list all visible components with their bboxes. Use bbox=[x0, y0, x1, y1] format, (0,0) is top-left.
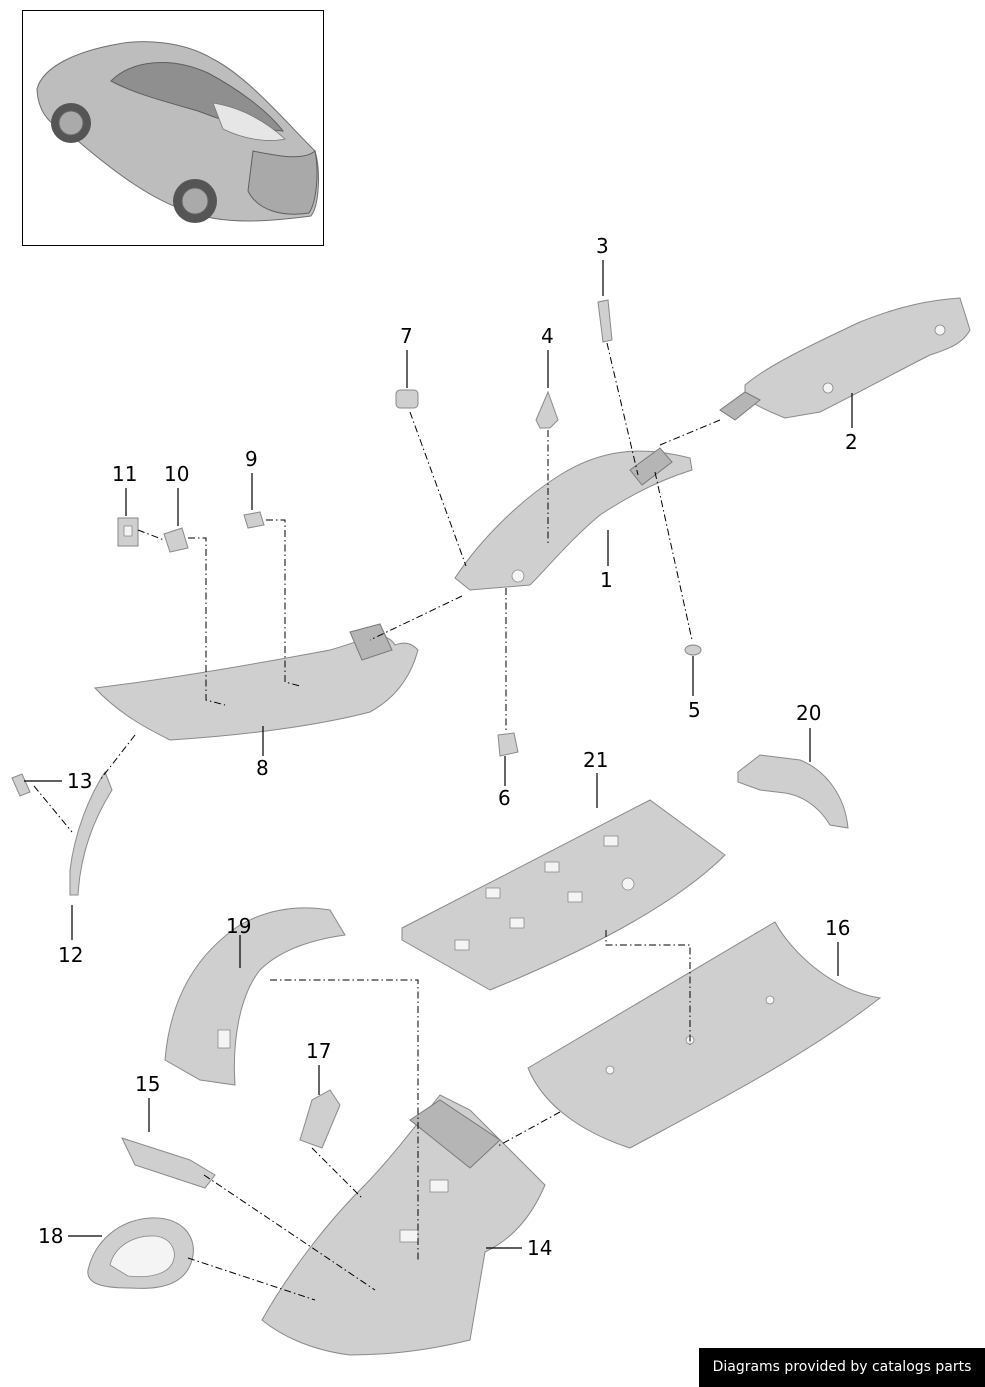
part-1-pillar-trim bbox=[454, 447, 693, 591]
callout-14: 14 bbox=[527, 1236, 552, 1260]
callout-7: 7 bbox=[400, 324, 413, 348]
callout-16: 16 bbox=[825, 916, 850, 940]
part-5-grommet bbox=[684, 644, 702, 656]
part-18-bezel bbox=[87, 1217, 194, 1289]
part-2-upper-trim bbox=[719, 297, 971, 421]
part-11-pad bbox=[117, 517, 139, 547]
part-3-pin bbox=[597, 299, 613, 343]
part-4-clip bbox=[535, 390, 559, 429]
callout-6: 6 bbox=[498, 786, 511, 810]
part-6-clip bbox=[497, 732, 519, 757]
callout-5: 5 bbox=[688, 698, 701, 722]
part-8-sill-trim bbox=[93, 623, 419, 741]
part-13-screw bbox=[11, 773, 31, 797]
part-17-bracket bbox=[299, 1089, 341, 1149]
part-16-rear-shelf bbox=[527, 921, 882, 1149]
callout-20: 20 bbox=[796, 701, 821, 725]
callout-1: 1 bbox=[600, 568, 613, 592]
callout-19: 19 bbox=[226, 914, 251, 938]
callout-11: 11 bbox=[112, 462, 137, 486]
callout-17: 17 bbox=[306, 1039, 331, 1063]
leader-lines bbox=[24, 260, 853, 1249]
callout-9: 9 bbox=[245, 447, 258, 471]
callout-2: 2 bbox=[845, 430, 858, 454]
credit-banner: Diagrams provided by catalogs parts bbox=[699, 1348, 985, 1387]
callout-15: 15 bbox=[135, 1072, 160, 1096]
part-9-clip bbox=[243, 511, 265, 529]
part-14-side-panel bbox=[261, 1094, 546, 1356]
callout-13: 13 bbox=[67, 769, 92, 793]
callout-10: 10 bbox=[164, 462, 189, 486]
vehicle-inset-frame bbox=[22, 10, 324, 246]
callout-8: 8 bbox=[256, 756, 269, 780]
car-illustration bbox=[36, 41, 319, 223]
part-19-arch-cover bbox=[164, 907, 346, 1086]
part-15-plate bbox=[121, 1137, 216, 1189]
callout-labels: 1 2 3 4 5 6 7 8 9 10 11 12 13 14 15 16 1… bbox=[38, 234, 858, 1260]
callout-21: 21 bbox=[583, 748, 608, 772]
callout-3: 3 bbox=[596, 234, 609, 258]
callout-12: 12 bbox=[58, 943, 83, 967]
part-10-clip bbox=[163, 527, 189, 553]
part-21-floor-panel bbox=[401, 799, 726, 991]
callout-18: 18 bbox=[38, 1224, 63, 1248]
part-12-trim-strip bbox=[69, 770, 113, 896]
part-20-bracket bbox=[737, 754, 849, 829]
callout-4: 4 bbox=[541, 324, 554, 348]
assembly-lines bbox=[33, 342, 721, 1301]
part-7-cap bbox=[395, 389, 419, 409]
